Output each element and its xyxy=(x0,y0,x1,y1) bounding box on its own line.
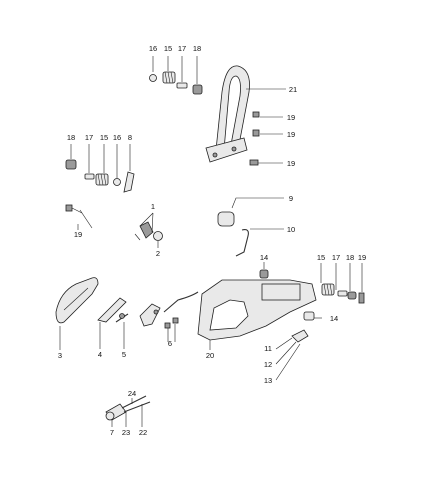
callout-6: 6 xyxy=(168,339,172,348)
callout-20: 20 xyxy=(206,351,214,360)
parts-11-12-13 xyxy=(275,329,309,381)
callout-17-right: 17 xyxy=(332,253,340,262)
part-17-screw xyxy=(176,82,188,89)
switch-parts xyxy=(134,212,163,248)
part-14-cap-lower xyxy=(303,311,315,321)
callout-18-right: 18 xyxy=(346,253,354,262)
callout-19-left: 19 xyxy=(74,230,82,239)
part-15-spring xyxy=(162,71,176,84)
bottom-connector-group xyxy=(105,395,151,427)
part-9-bushing xyxy=(217,211,235,227)
part-1-switch xyxy=(139,221,154,239)
top-handle-group xyxy=(149,56,286,166)
callout-7: 7 xyxy=(110,428,114,437)
callout-10: 10 xyxy=(287,225,295,234)
callout-19-a: 19 xyxy=(287,113,295,122)
callout-15-left: 15 xyxy=(100,133,108,142)
callout-17-top: 17 xyxy=(178,44,186,53)
callout-14-upper: 14 xyxy=(260,253,268,262)
part-14-cap-upper xyxy=(259,269,269,279)
left-small-parts xyxy=(65,144,135,230)
part-17-screw-right xyxy=(337,290,348,297)
part-20-handle-frame xyxy=(197,279,317,350)
callout-4: 4 xyxy=(98,350,102,359)
callout-19-b: 19 xyxy=(287,130,295,139)
callout-16-top: 16 xyxy=(149,44,157,53)
part-15-spring-right xyxy=(321,283,335,296)
callout-21: 21 xyxy=(289,85,297,94)
callout-18-top: 18 xyxy=(193,44,201,53)
part-19-screw-left xyxy=(65,204,73,212)
part-10-rod xyxy=(235,229,249,257)
callout-19-c: 19 xyxy=(287,159,295,168)
callout-18-left: 18 xyxy=(67,133,75,142)
part-16-washer xyxy=(149,74,157,82)
part-19-screw-a xyxy=(252,111,260,118)
part-4-trigger xyxy=(97,297,127,349)
part-15-spring-left xyxy=(95,173,109,186)
callout-23: 23 xyxy=(122,428,130,437)
part-6-linkage xyxy=(139,291,199,342)
part-19-screw-c xyxy=(249,159,259,166)
callout-11: 11 xyxy=(264,344,272,353)
part-19-screw-b xyxy=(252,129,260,137)
part-19-screw-right xyxy=(358,292,365,304)
callout-16-left: 16 xyxy=(113,133,121,142)
part-18-nut-right xyxy=(347,291,357,300)
callout-9: 9 xyxy=(289,194,293,203)
callout-1: 1 xyxy=(151,202,155,211)
callout-8: 8 xyxy=(128,133,132,142)
callout-15-top: 15 xyxy=(164,44,172,53)
callout-14-lower: 14 xyxy=(330,314,338,323)
part-21-handle-bar xyxy=(215,65,250,151)
part-18-nut-left xyxy=(65,159,77,170)
callout-22: 22 xyxy=(139,428,147,437)
callout-17-left: 17 xyxy=(85,133,93,142)
callout-3: 3 xyxy=(58,351,62,360)
callout-15-right: 15 xyxy=(317,253,325,262)
part-16-washer-left xyxy=(113,178,121,186)
part-22-23-wires xyxy=(121,395,151,413)
part-8-bracket xyxy=(123,171,135,193)
callout-2: 2 xyxy=(156,249,160,258)
part-2-ring xyxy=(153,231,163,241)
callout-19-right: 19 xyxy=(358,253,366,262)
callout-12: 12 xyxy=(264,360,272,369)
right-small-parts xyxy=(320,263,365,304)
callout-13: 13 xyxy=(264,376,272,385)
part-3-rear-handle xyxy=(55,277,99,350)
callout-5: 5 xyxy=(122,350,126,359)
part-17-screw-left xyxy=(84,173,95,180)
part-5-spring-pin xyxy=(115,313,129,349)
handle-bracket xyxy=(205,137,248,163)
callout-labels: 16 15 17 18 21 19 19 19 18 17 15 16 8 19… xyxy=(58,44,366,437)
part-18-nut xyxy=(192,84,203,95)
callout-24: 24 xyxy=(128,389,136,398)
parts-9-10 xyxy=(217,197,284,257)
